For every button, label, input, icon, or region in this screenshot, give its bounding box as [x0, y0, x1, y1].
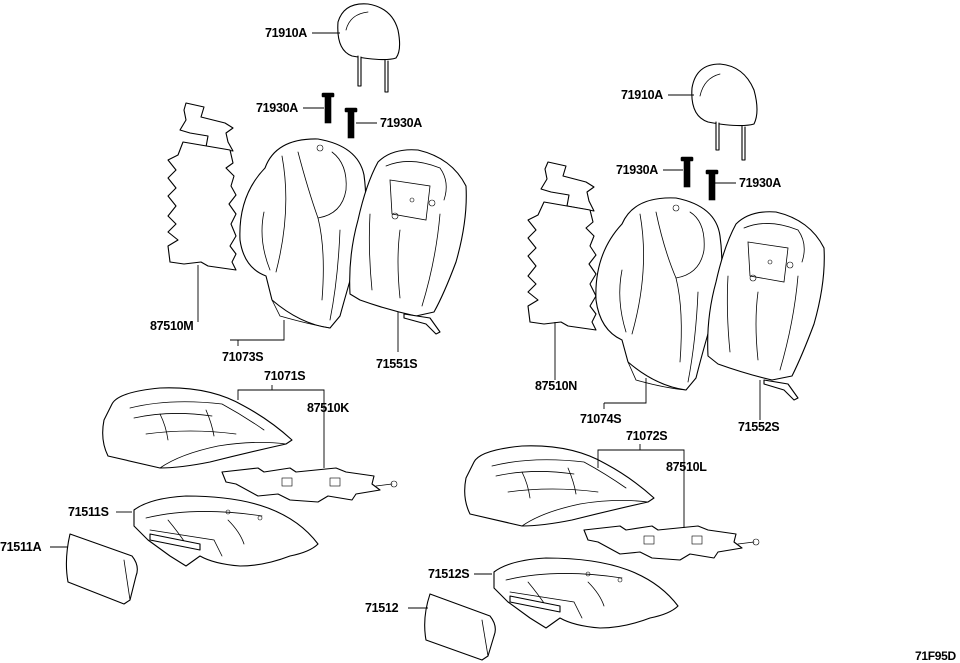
label-cushion-pad-left: 71511S: [68, 505, 109, 519]
seatback-cover-right: [595, 197, 723, 391]
label-pin-right-1: 71930A: [616, 163, 658, 177]
diagram-code: 71F95D: [915, 649, 957, 663]
label-cushion-heater-right: 87510L: [666, 460, 707, 474]
seatback-pad-right: [707, 211, 825, 401]
label-pin-left-1: 71930A: [256, 101, 298, 115]
label-seatback-cover-right: 71074S: [580, 412, 621, 426]
label-seatback-cover-left: 71073S: [222, 350, 263, 364]
cushion-heater-left: [221, 467, 398, 503]
cushion-side-shield-left: [65, 533, 138, 605]
label-cushion-pad-right: 71512S: [428, 567, 469, 581]
label-headrest-left: 71910A: [265, 26, 307, 40]
pin-right-2: [705, 169, 719, 201]
seatback-heater-right: [527, 161, 597, 331]
seat-cushion-pad-right: [493, 557, 679, 629]
label-seatback-pad-right: 71552S: [738, 420, 779, 434]
label-seatback-heater-right: 87510N: [535, 379, 577, 393]
label-headrest-right: 71910A: [621, 88, 663, 102]
seat-cushion-cover-left: [102, 387, 293, 469]
label-pin-right-2: 71930A: [739, 176, 781, 190]
cushion-heater-right: [583, 525, 760, 561]
headrest-left: [337, 3, 401, 93]
label-cushion-heater-left: 87510K: [307, 401, 349, 415]
seat-cushion-cover-right: [464, 445, 655, 527]
left-seat-assembly: [65, 3, 467, 605]
label-cushion-side-left: 71511A: [0, 540, 42, 554]
label-cushion-side-right: 71512: [365, 601, 399, 615]
seat-cushion-pad-left: [133, 495, 319, 567]
seatback-pad-left: [349, 149, 467, 335]
cushion-side-shield-right: [424, 593, 496, 661]
right-seat-assembly: [424, 63, 825, 661]
seatback-cover-left: [239, 138, 367, 329]
headrest-right: [691, 63, 758, 161]
pin-left-1: [321, 92, 335, 124]
part-labels: 71910A 71930A 71930A 87510M 71073S 71551…: [0, 26, 957, 663]
leader-lines: [50, 32, 761, 609]
pin-left-2: [344, 107, 358, 139]
label-seatback-heater-left: 87510M: [150, 319, 193, 333]
seatback-heater-left: [167, 102, 237, 271]
label-cushion-cover-left: 71071S: [264, 369, 305, 383]
label-pin-left-2: 71930A: [380, 116, 422, 130]
label-cushion-cover-right: 71072S: [626, 429, 667, 443]
label-seatback-pad-left: 71551S: [376, 357, 417, 371]
pin-right-1: [680, 156, 694, 188]
